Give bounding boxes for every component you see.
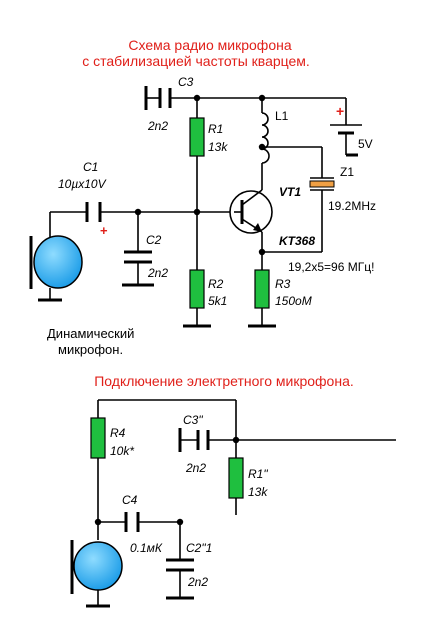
mic-caption-line1: Динамический <box>47 326 134 341</box>
dynamic-microphone <box>29 235 83 302</box>
c3b-value: 2n2 <box>185 461 206 475</box>
z1-value: 19.2MHz <box>328 199 376 213</box>
resistor-r4: R4 10k* <box>90 417 134 459</box>
electret-microphone <box>70 540 123 594</box>
battery-value: 5V <box>358 137 373 151</box>
title-line1: Схема радио микрофона <box>128 37 291 53</box>
c2b-name: C2"1 <box>186 541 212 555</box>
c3-name: C3 <box>178 75 194 89</box>
resistor-r1-quote: R1" 13k <box>228 457 268 499</box>
transistor-vt1: VT1 KT368 <box>229 185 315 248</box>
capacitor-c4: C4 0.1мК <box>122 493 163 555</box>
l1-name: L1 <box>275 109 289 123</box>
ground-symbols-top <box>122 86 358 328</box>
inductor-l1: L1 <box>261 109 289 164</box>
capacitor-c2: C2 2n2 <box>124 233 168 280</box>
r1-name: R1 <box>208 122 223 136</box>
junctions-bottom <box>94 436 240 526</box>
c4-value: 0.1мК <box>130 541 163 555</box>
c3b-name: C3" <box>183 413 203 427</box>
capacitor-c3-quote: C3" 2n2 <box>183 413 210 475</box>
junctions-top <box>134 94 266 256</box>
r4-value: 10k* <box>110 444 134 458</box>
r3-name: R3 <box>275 277 291 291</box>
resistor-r2: R2 5k1 <box>189 269 227 309</box>
vt1-name: VT1 <box>279 185 301 199</box>
resistor-r3: R3 150oM <box>254 269 312 309</box>
r1-value: 13k <box>208 140 228 154</box>
subtitle: Подключение электретного микрофона. <box>94 373 354 389</box>
c1-name: C1 <box>83 160 98 174</box>
capacitor-c1: + C1 10µx10V <box>58 160 108 238</box>
resistor-r1: R1 13k <box>189 117 228 157</box>
capacitor-c2-1: C2"1 2n2 <box>166 541 212 589</box>
r3-value: 150oM <box>275 294 312 308</box>
r2-value: 5k1 <box>208 294 227 308</box>
frequency-note: 19,2x5=96 МГц! <box>288 260 374 274</box>
c4-name: C4 <box>122 493 138 507</box>
c3-value: 2n2 <box>147 119 168 133</box>
crystal-z1: Z1 19.2MHz <box>309 165 376 213</box>
r1b-value: 13k <box>248 485 268 499</box>
bottom-wiring <box>97 399 396 606</box>
battery-plus-icon: + <box>336 103 344 119</box>
c1-plus-icon: + <box>100 223 108 238</box>
vt1-type: KT368 <box>279 234 315 248</box>
capacitor-c3: C3 2n2 <box>147 75 194 133</box>
c2-value: 2n2 <box>147 266 168 280</box>
c2-name: C2 <box>146 233 162 247</box>
title-line2: с стабилизацией частоты кварцем. <box>82 53 310 69</box>
z1-name: Z1 <box>340 165 354 179</box>
c1-value: 10µx10V <box>58 177 107 191</box>
c2b-value: 2n2 <box>187 575 208 589</box>
r4-name: R4 <box>110 426 126 440</box>
r1b-name: R1" <box>248 467 268 481</box>
ground-symbols-bottom <box>86 428 194 608</box>
battery: + 5V <box>330 103 373 155</box>
r2-name: R2 <box>208 277 224 291</box>
mic-caption-line2: микрофон. <box>58 342 123 357</box>
